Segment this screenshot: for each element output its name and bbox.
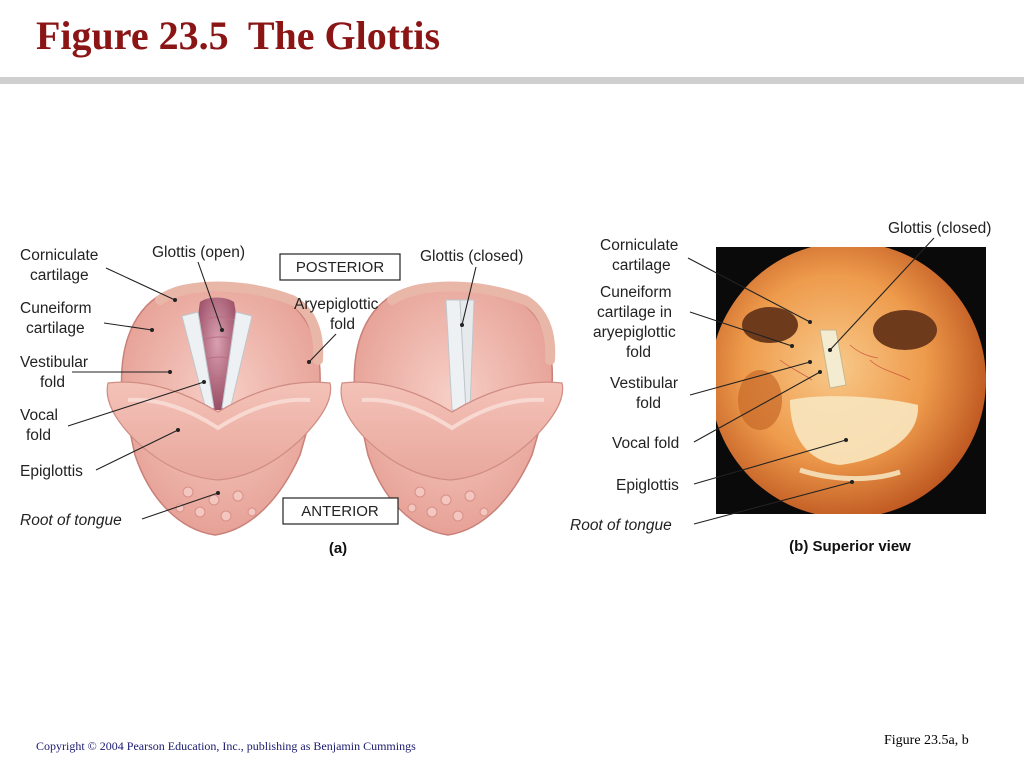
label-epiglottis-b: Epiglottis	[616, 438, 848, 494]
copyright-notice: Copyright © 2004 Pearson Education, Inc.…	[36, 739, 416, 753]
svg-text:cartilage: cartilage	[26, 320, 85, 337]
svg-text:Epiglottis: Epiglottis	[20, 463, 83, 480]
larynx-closed-drawing	[340, 281, 564, 536]
label-epiglottis-a: Epiglottis	[20, 428, 180, 480]
caption-a: (a)	[329, 540, 347, 557]
label-vestibular-b: Vestibular fold	[610, 360, 812, 412]
label-glottis-open: Glottis (open)	[152, 244, 245, 332]
svg-text:cartilage: cartilage	[30, 267, 89, 284]
svg-text:Vestibular: Vestibular	[610, 375, 678, 392]
svg-text:Epiglottis: Epiglottis	[616, 477, 679, 494]
slide-title: Figure 23.5 The Glottis	[36, 13, 441, 58]
svg-text:Glottis (closed): Glottis (closed)	[888, 220, 991, 237]
label-glottis-closed-a: Glottis (closed)	[420, 248, 523, 327]
svg-text:ANTERIOR: ANTERIOR	[301, 503, 379, 520]
svg-text:Aryepiglottic: Aryepiglottic	[294, 296, 379, 313]
svg-text:Root of tongue: Root of tongue	[570, 517, 672, 534]
label-posterior: POSTERIOR	[279, 253, 401, 281]
label-vestibular-a: Vestibular fold	[20, 354, 172, 391]
label-glottis-closed-b: Glottis (closed)	[828, 220, 991, 352]
svg-text:fold: fold	[40, 374, 65, 391]
caption-b: (b) Superior view	[789, 538, 911, 555]
figure-reference: Figure 23.5a, b	[884, 733, 969, 748]
svg-text:Vestibular: Vestibular	[20, 354, 88, 371]
superior-view-photo	[716, 247, 986, 514]
svg-text:Corniculate: Corniculate	[600, 237, 678, 254]
larynx-open-drawing	[106, 281, 332, 536]
svg-text:Cuneiform: Cuneiform	[20, 300, 92, 317]
svg-text:cartilage: cartilage	[612, 257, 671, 274]
svg-text:Glottis (closed): Glottis (closed)	[420, 248, 523, 265]
svg-text:fold: fold	[636, 395, 661, 412]
svg-text:Glottis (open): Glottis (open)	[152, 244, 245, 261]
title-divider	[0, 77, 1024, 84]
label-aryepiglottic-a: Aryepiglottic fold	[294, 296, 379, 364]
label-anterior: ANTERIOR	[282, 497, 399, 525]
glottis-figure: Corniculate cartilage Cuneiform cartilag…	[20, 220, 991, 557]
svg-text:cartilage in: cartilage in	[597, 304, 672, 321]
svg-text:Vocal fold: Vocal fold	[612, 435, 679, 452]
svg-text:Vocal: Vocal	[20, 407, 58, 424]
svg-text:fold: fold	[626, 344, 651, 361]
label-root-of-tongue-b: Root of tongue	[570, 480, 854, 534]
svg-text:aryepiglottic: aryepiglottic	[593, 324, 676, 341]
label-corniculate-b: Corniculate cartilage	[600, 237, 812, 324]
label-cuneiform-b: Cuneiform cartilage in aryepiglottic fol…	[593, 284, 794, 361]
label-vocal-b: Vocal fold	[612, 370, 822, 452]
svg-text:fold: fold	[330, 316, 355, 333]
label-root-of-tongue-a: Root of tongue	[20, 491, 220, 529]
svg-text:Cuneiform: Cuneiform	[600, 284, 672, 301]
label-vocal-a: Vocal fold	[20, 380, 206, 444]
label-cuneiform-a: Cuneiform cartilage	[20, 300, 154, 337]
svg-text:POSTERIOR: POSTERIOR	[296, 259, 385, 276]
svg-text:Root of tongue: Root of tongue	[20, 512, 122, 529]
svg-text:fold: fold	[26, 427, 51, 444]
label-corniculate-a: Corniculate cartilage	[20, 247, 177, 302]
svg-text:Corniculate: Corniculate	[20, 247, 98, 264]
